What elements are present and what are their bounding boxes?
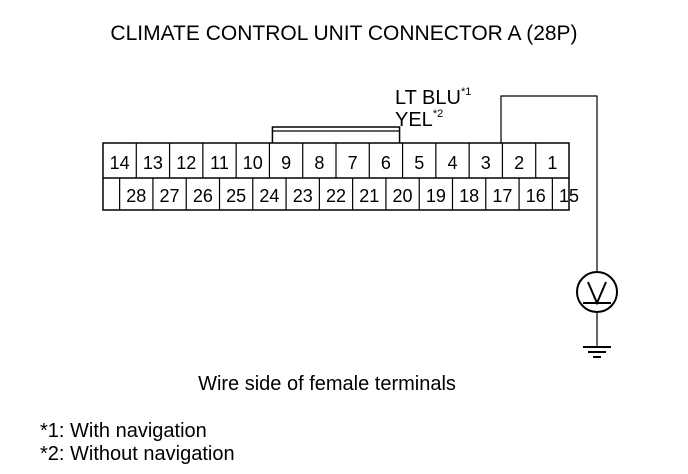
pin-5: 5 — [414, 153, 424, 173]
pin-23: 23 — [293, 186, 313, 206]
voltmeter-icon — [576, 271, 618, 313]
footnote-2: *2: Without navigation — [40, 443, 235, 465]
pin-8: 8 — [314, 153, 324, 173]
diagram-caption: Wire side of female terminals — [198, 373, 456, 395]
pin-13: 13 — [143, 153, 163, 173]
pin-4: 4 — [447, 153, 457, 173]
pin-28: 28 — [126, 186, 146, 206]
wire-label-without-nav-note: *2 — [433, 108, 443, 120]
diagram-title: CLIMATE CONTROL UNIT CONNECTOR A (28P) — [110, 22, 577, 45]
pin-25: 25 — [226, 186, 246, 206]
pin-2: 2 — [514, 153, 524, 173]
pin-3: 3 — [481, 153, 491, 173]
pin-7: 7 — [348, 153, 358, 173]
pin-22: 22 — [326, 186, 346, 206]
pin-16: 16 — [526, 186, 546, 206]
pin-14: 14 — [110, 153, 130, 173]
wire-label-with-nav-note: *1 — [461, 86, 471, 98]
pin-10: 10 — [243, 153, 263, 173]
wire-label-without-nav: YEL*2 — [395, 108, 443, 131]
pin-26: 26 — [193, 186, 213, 206]
pin-11: 11 — [210, 153, 229, 173]
pin-1: 1 — [547, 153, 557, 173]
pin-9: 9 — [281, 153, 291, 173]
ground-icon — [583, 346, 611, 358]
pin-18: 18 — [459, 186, 479, 206]
wire-label-with-nav: LT BLU*1 — [395, 86, 471, 109]
pin-24: 24 — [259, 186, 279, 206]
pin-19: 19 — [426, 186, 446, 206]
pin-21: 21 — [359, 186, 379, 206]
pin-27: 27 — [160, 186, 180, 206]
pin-20: 20 — [393, 186, 413, 206]
footnote-1: *1: With navigation — [40, 420, 207, 442]
pin-17: 17 — [492, 186, 512, 206]
wire-label-without-nav-text: YEL — [395, 109, 433, 131]
probe-wire — [500, 95, 598, 272]
wire-label-with-nav-text: LT BLU — [395, 87, 461, 109]
pin-15: 15 — [559, 186, 579, 206]
pin-6: 6 — [381, 153, 391, 173]
pin-12: 12 — [176, 153, 196, 173]
locking-tab — [271, 126, 401, 143]
